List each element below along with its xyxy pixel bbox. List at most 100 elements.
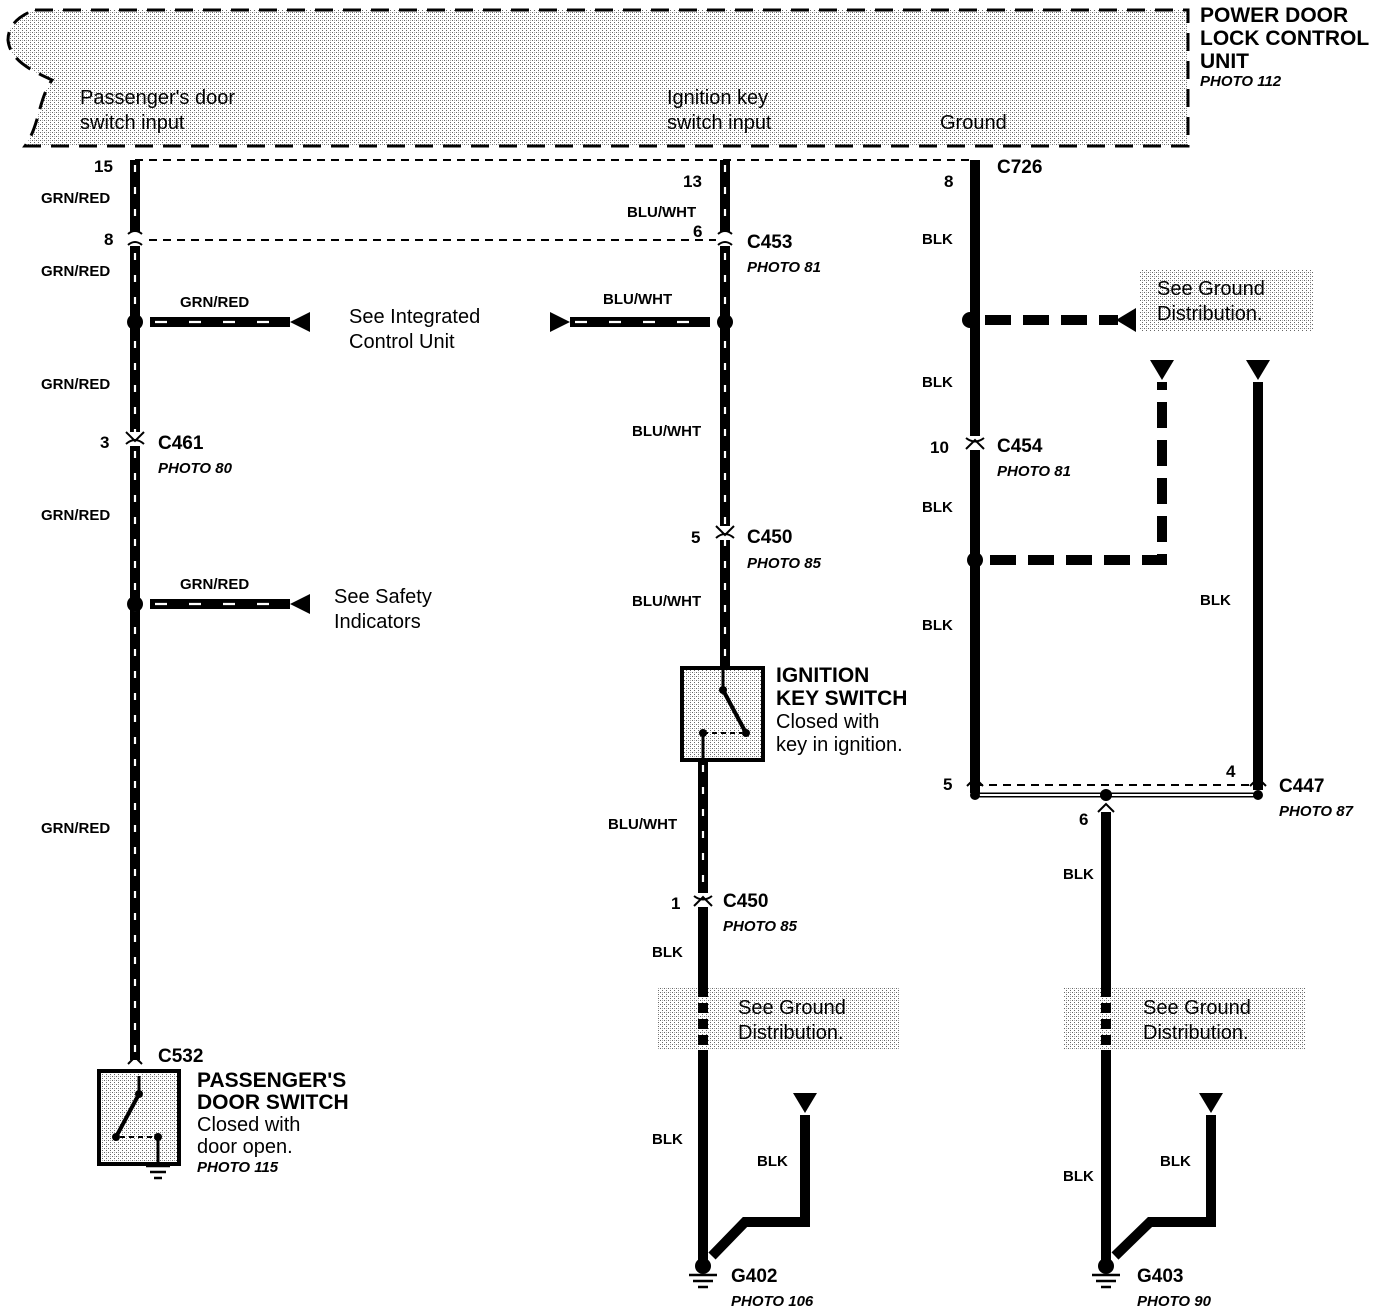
wire-label-blk-2: BLK [922, 374, 953, 391]
passenger-input-label-1: Passenger's door [80, 87, 235, 109]
c447-node-middle [1100, 789, 1112, 801]
power-door-lock-control-unit: Passenger's door switch input Ignition k… [6, 4, 1369, 148]
ignition-switch-blade [721, 689, 748, 734]
pin-8-c726: 8 [944, 172, 953, 191]
pin-8-c453: 8 [104, 230, 113, 249]
safety-reference-2: Indicators [334, 611, 421, 633]
connector-c532: C532 [158, 1046, 203, 1067]
icu-arrow-left [290, 312, 310, 332]
pin-1-c450: 1 [671, 894, 680, 913]
c447-symbol-bottom [1097, 802, 1115, 813]
wire-label-blu-wht-3: BLU/WHT [632, 593, 701, 610]
ground-input-label: Ground [940, 112, 1007, 134]
ignition-input-label-1: Ignition key [667, 87, 768, 109]
connector-c450-lower: C450 [723, 891, 768, 912]
pin-5-c447: 5 [943, 775, 952, 794]
door-switch-desc-2: door open. [197, 1136, 293, 1158]
g403-arrow [1199, 1093, 1223, 1113]
ignition-key-circuit: 13 BLU/WHT 6 C453 PHOTO 81 BLU/WHT BLU/W… [550, 160, 907, 1310]
door-switch-title-1: PASSENGER'S [197, 1069, 346, 1092]
pin-10: 10 [930, 438, 949, 457]
connector-c450-upper: C450 [747, 527, 792, 548]
photo-c447: PHOTO 87 [1279, 803, 1354, 820]
safety-reference-1: See Safety [334, 586, 432, 608]
icu-reference-1: See Integrated [349, 306, 480, 328]
unit-title-3: UNIT [1200, 50, 1249, 73]
connector-c453: C453 [747, 232, 792, 253]
wire-label-blu-wht-4: BLU/WHT [608, 816, 677, 833]
wire-label-blk-8: BLK [1160, 1153, 1191, 1170]
wire-label-grn-red-1: GRN/RED [41, 190, 110, 207]
ignition-switch-pivot [742, 729, 750, 737]
wire-label-blu-wht-icu: BLU/WHT [603, 291, 672, 308]
g402-arrow [793, 1093, 817, 1113]
wire-label-blk-g402-2: BLK [652, 1131, 683, 1148]
splice-safety [127, 596, 143, 612]
c453-symbol-left [127, 230, 143, 246]
splice-ground-branch [967, 552, 983, 568]
ground-dist-top-1: See Ground [1157, 278, 1265, 300]
wire-label-blk-6: BLK [1063, 866, 1094, 883]
passenger-input-label-2: switch input [80, 112, 185, 134]
g403-second-wire [1111, 1115, 1216, 1260]
c454-gap [966, 436, 984, 450]
c447-symbol-left [966, 776, 984, 787]
pin-6-c453: 6 [693, 222, 702, 241]
door-ground-icon [146, 1164, 170, 1180]
photo-c461: PHOTO 80 [158, 460, 233, 477]
ignition-switch-title-2: KEY SWITCH [776, 687, 907, 710]
c450-lower-symbol [693, 895, 713, 907]
unit-title-1: POWER DOOR [1200, 4, 1348, 27]
c532-symbol [127, 1055, 143, 1065]
wire-label-blk-5: BLK [1200, 592, 1231, 609]
ground-circuit: 8 C726 BLK See Ground Distribution. BLK … [922, 157, 1354, 1310]
wire-label-grn-red-icu: GRN/RED [180, 294, 249, 311]
c447-arrow [1246, 360, 1270, 380]
photo-c450-upper: PHOTO 85 [747, 555, 822, 572]
wire-label-grn-red-3: GRN/RED [41, 376, 110, 393]
ignition-input-label-2: switch input [667, 112, 772, 134]
wire-label-blu-wht-1: BLU/WHT [627, 204, 696, 221]
c447-node-right [1253, 790, 1263, 800]
c453-symbol-right [717, 230, 733, 246]
photo-c454: PHOTO 81 [997, 463, 1071, 480]
c454-symbol [965, 437, 985, 450]
icu-reference-2: Control Unit [349, 331, 455, 353]
ground-distribution-box-top [1140, 269, 1314, 331]
ground-dist-top-2: Distribution. [1157, 303, 1263, 325]
safety-arrow [290, 594, 310, 614]
ignition-switch-desc-2: key in ignition. [776, 734, 903, 756]
connector-c454: C454 [997, 436, 1043, 457]
ground-branch-arrow [1150, 360, 1174, 380]
c447-node-left [970, 790, 980, 800]
g402-second-wire [708, 1115, 810, 1260]
wire-label-blu-wht-2: BLU/WHT [632, 423, 701, 440]
wire-label-grn-red-4: GRN/RED [41, 507, 110, 524]
photo-c453: PHOTO 81 [747, 259, 821, 276]
wire-label-blk-1: BLK [922, 231, 953, 248]
connector-c447: C447 [1279, 776, 1324, 797]
ignition-switch-title-1: IGNITION [776, 664, 869, 687]
splice-ground-dist [962, 312, 978, 328]
pin-15: 15 [94, 157, 113, 176]
pin-4-c447: 4 [1226, 762, 1236, 781]
wire-label-grn-red-5: GRN/RED [41, 820, 110, 837]
ground-dist-g402-2: Distribution. [738, 1022, 844, 1044]
wire-label-blk-g402-1: BLK [652, 944, 683, 961]
ground-g402: G402 [731, 1266, 777, 1287]
unit-title-2: LOCK CONTROL [1200, 27, 1369, 50]
photo-g403: PHOTO 90 [1137, 1293, 1212, 1310]
door-switch-pivot [112, 1133, 120, 1141]
splice-icu [127, 314, 143, 330]
c447-symbol-right [1249, 776, 1267, 787]
ground-dist-g403-1: See Ground [1143, 997, 1251, 1019]
pin-3: 3 [100, 433, 109, 452]
g402-ground-point [695, 1258, 711, 1274]
ground-branch-dashed-wire [990, 382, 1167, 565]
wire-label-grn-red-2: GRN/RED [41, 263, 110, 280]
ground-dist-arrow [1116, 308, 1136, 332]
g403-ground-point [1098, 1258, 1114, 1274]
splice-icu-right [717, 314, 733, 330]
photo-g402: PHOTO 106 [731, 1293, 814, 1310]
c461-symbol [125, 431, 145, 445]
